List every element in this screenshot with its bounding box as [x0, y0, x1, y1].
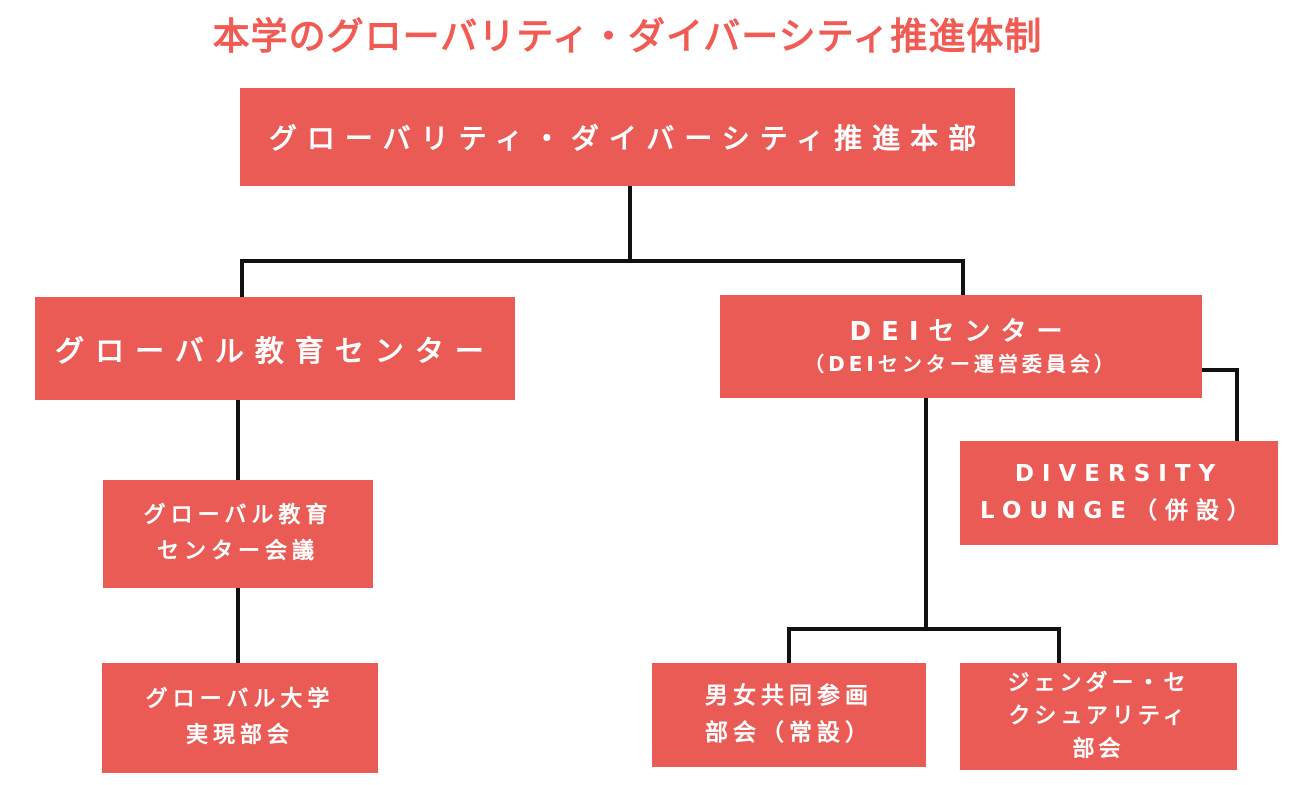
connector-subcommittee-horizontal: [787, 627, 1061, 631]
connector-gender-sexuality-drop: [1057, 627, 1061, 665]
connector-gender-equality-drop: [787, 627, 791, 665]
node-gender-sexuality-subcommittee-label: ジェンダー・セ クシュアリティ 部会: [1007, 671, 1190, 762]
connector-dei-lounge-vertical: [1235, 368, 1239, 443]
connector-meeting-to-univ: [236, 588, 240, 665]
connector-dei-bottom-vertical: [924, 398, 928, 631]
node-gender-equality-subcommittee: 男女共同参画 部会（常設）: [652, 663, 926, 767]
node-global-university-subcommittee: グローバル大学 実現部会: [102, 663, 378, 773]
connector-left-branch-drop: [240, 259, 244, 299]
node-dei-center: DEIセンター （DEIセンター運営委員会）: [720, 295, 1202, 398]
node-global-education-center-meeting: グローバル教育 センター会議: [103, 480, 373, 588]
node-diversity-lounge: DIVERSITY LOUNGE（併設）: [960, 441, 1278, 545]
node-headquarters-label: グローバリティ・ダイバーシティ推進本部: [268, 122, 987, 155]
node-global-education-center-meeting-label: グローバル教育 センター会議: [143, 502, 333, 564]
connector-center-to-meeting: [236, 400, 240, 482]
node-gender-equality-subcommittee-label: 男女共同参画 部会（常設）: [705, 683, 873, 746]
connector-hq-vertical: [628, 186, 632, 262]
node-headquarters: グローバリティ・ダイバーシティ推進本部: [240, 88, 1015, 186]
diagram-title: 本学のグローバリティ・ダイバーシティ推進体制: [212, 15, 1043, 58]
node-global-education-center-label: グローバル教育センター: [55, 333, 495, 368]
connector-right-branch-drop: [961, 259, 965, 297]
node-diversity-lounge-label: DIVERSITY LOUNGE（併設）: [980, 461, 1258, 524]
node-gender-sexuality-subcommittee: ジェンダー・セ クシュアリティ 部会: [960, 663, 1237, 770]
connector-main-horizontal: [240, 259, 965, 263]
node-dei-center-title: DEIセンター: [849, 317, 1073, 348]
connector-dei-lounge-horizontal: [1200, 368, 1239, 372]
node-global-education-center: グローバル教育センター: [35, 297, 515, 400]
node-global-university-subcommittee-label: グローバル大学 実現部会: [145, 686, 335, 748]
node-dei-center-subtitle: （DEIセンター運営委員会）: [804, 351, 1118, 376]
